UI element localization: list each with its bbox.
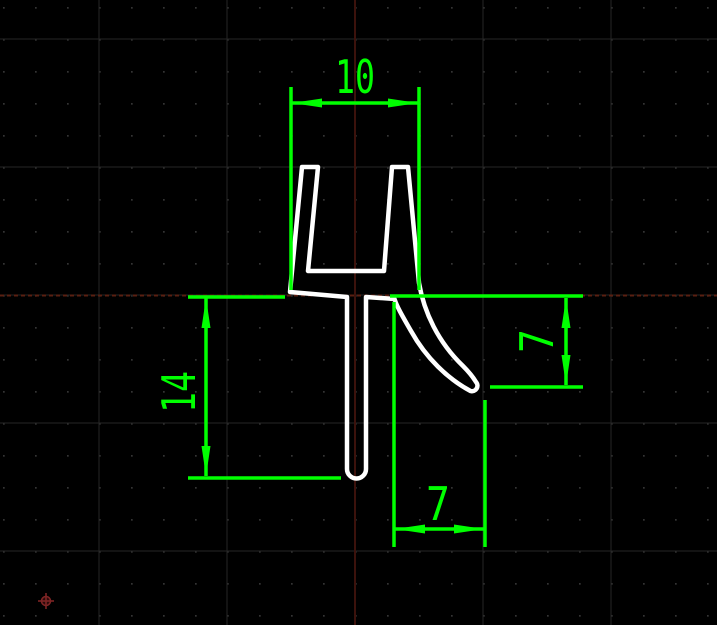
arrowhead-down-icon: [561, 355, 571, 385]
dimension-top-width[interactable]: 10: [289, 50, 421, 290]
arrowhead-left-icon: [395, 524, 425, 534]
arrowhead-left-icon: [292, 98, 322, 108]
arrowhead-right-icon: [388, 98, 418, 108]
arrowhead-up-icon: [201, 298, 211, 328]
dimension-label: 7: [510, 329, 564, 353]
arrowhead-right-icon: [454, 524, 484, 534]
dimension-bottom-offset[interactable]: 7: [392, 302, 487, 547]
dimension-left-height[interactable]: 14: [152, 295, 341, 480]
dimension-label: 14: [152, 371, 206, 413]
dimension-right-drop[interactable]: 7: [390, 294, 583, 389]
seal-profile-outline[interactable]: [287, 164, 480, 481]
arrowhead-up-icon: [561, 298, 571, 328]
point-marker[interactable]: [38, 593, 54, 609]
arrowhead-down-icon: [201, 446, 211, 476]
dimension-label: 10: [335, 50, 375, 104]
dimension-label: 7: [426, 477, 450, 531]
